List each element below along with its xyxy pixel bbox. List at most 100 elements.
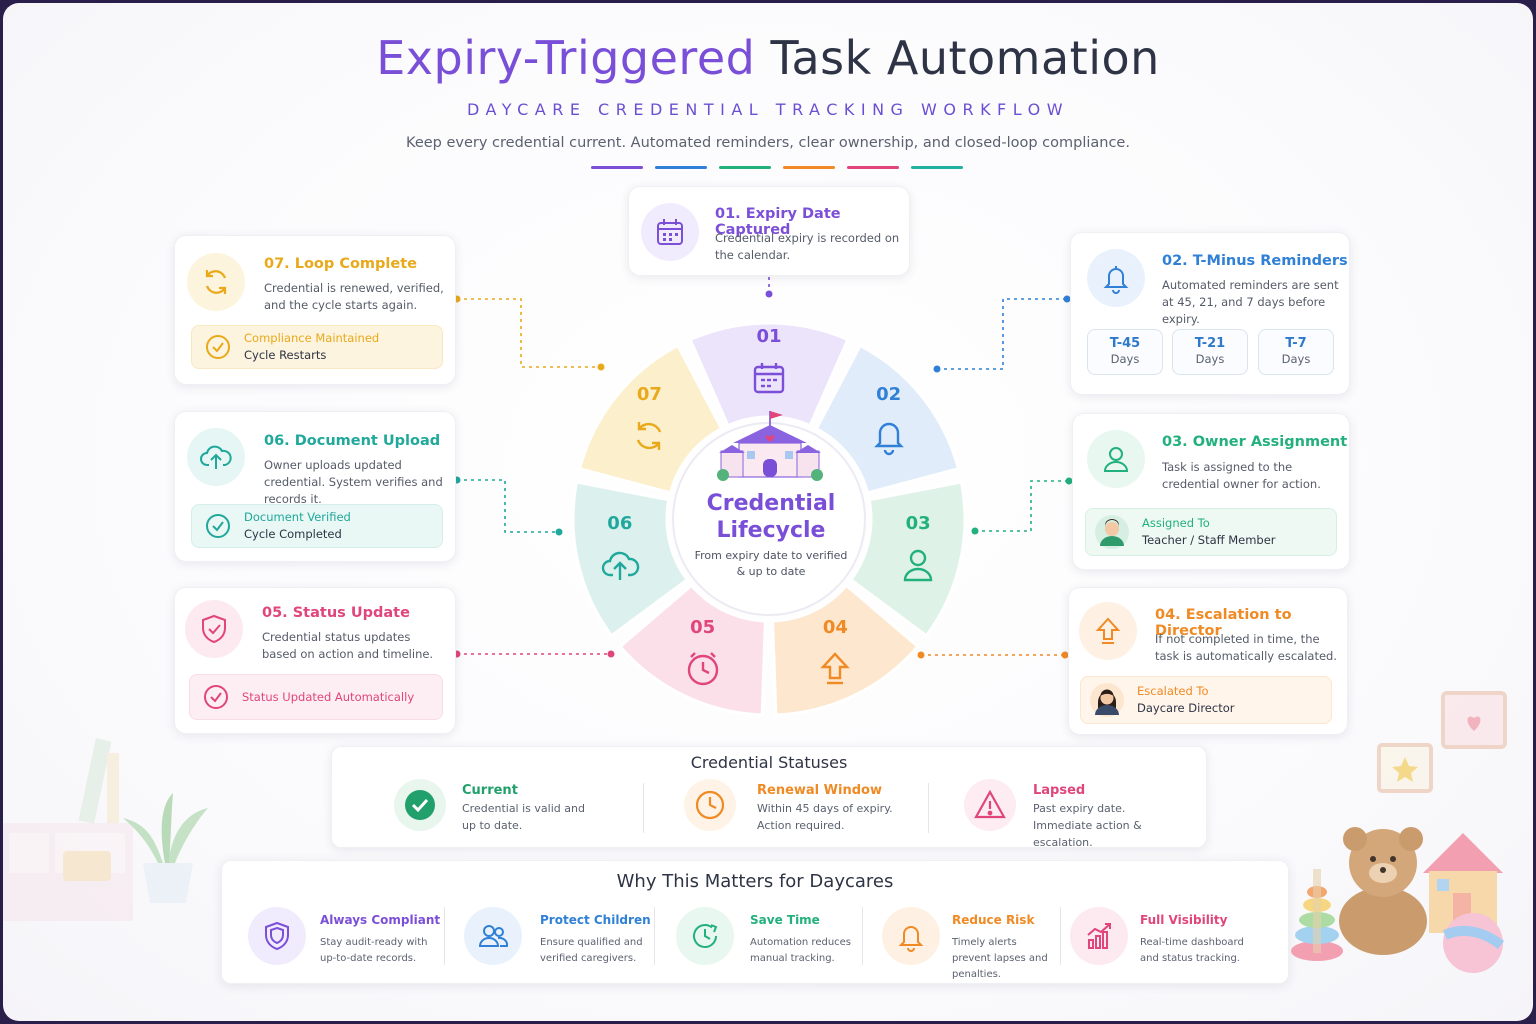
clock-icon — [684, 779, 736, 831]
ring-segment-05 — [618, 583, 767, 717]
center-subtitle: From expiry date to verified & up to dat… — [694, 549, 848, 578]
users-icon — [464, 907, 522, 965]
shield-check-icon — [185, 600, 243, 658]
step-03-desc: Task is assigned to the credential owner… — [1162, 460, 1321, 491]
why-title: Why This Matters for Daycares — [616, 871, 894, 892]
ring-segment-03 — [848, 480, 967, 638]
check-circle-icon — [206, 335, 230, 359]
compliance-maintained-label: Compliance Maintained — [244, 331, 380, 345]
step-03-title: 03. Owner Assignment — [1162, 434, 1348, 450]
ring-segment-number: 01 — [756, 326, 782, 347]
accent-bar — [847, 166, 899, 169]
calendar-icon — [753, 363, 785, 394]
status-renewal-label: Renewal Window — [757, 783, 882, 798]
ring-segment-number: 04 — [822, 616, 848, 638]
why-protect-children-label: Protect Children — [540, 913, 651, 927]
accent-bar — [783, 166, 835, 169]
status-current-label: Current — [462, 783, 518, 798]
why-reduce-risk-label: Reduce Risk — [952, 913, 1035, 927]
user-icon — [1087, 430, 1145, 488]
teacher-avatar — [1095, 515, 1129, 549]
arrow-up-icon — [1079, 602, 1137, 660]
why-protect-children-desc: Ensure qualified and verified caregivers… — [540, 937, 643, 964]
step-01-title: 01. Expiry Date Captured — [715, 206, 841, 238]
bell-icon — [873, 422, 904, 455]
shield-icon — [248, 907, 306, 965]
page-title: Expiry-Triggered Task Automation — [3, 31, 1533, 85]
step-06-title: 06. Document Upload — [264, 433, 441, 449]
compliance-maintained-value: Cycle Restarts — [244, 348, 327, 362]
title-rest: Task Automation — [770, 31, 1160, 85]
user-icon — [903, 549, 933, 582]
why-full-visibility-label: Full Visibility — [1140, 913, 1228, 927]
status-updated-label: Status Updated Automatically — [242, 689, 415, 704]
warning-icon — [964, 779, 1016, 831]
assigned-to-chip: Assigned To Teacher / Staff Member — [1085, 508, 1337, 556]
statuses-title: Credential Statuses — [690, 753, 848, 772]
document-verified-value: Cycle Completed — [244, 527, 342, 541]
step-04-title: 04. Escalation to Director — [1155, 607, 1292, 639]
ring-segment-number: 03 — [905, 513, 931, 535]
step-card-01: 01. Expiry Date Captured Credential expi… — [628, 186, 910, 276]
step-07-title: 07. Loop Complete — [264, 256, 417, 272]
clock-icon — [687, 651, 718, 686]
cloud-upload-icon — [601, 551, 640, 581]
page-tagline: Keep every credential current. Automated… — [406, 135, 1130, 151]
check-circle-icon — [204, 685, 228, 709]
assigned-to-label: Assigned To — [1142, 516, 1210, 530]
document-verified-label: Document Verified — [244, 510, 351, 524]
accent-bar — [591, 166, 643, 169]
step-card-05: 05. Status Update Credential status upda… — [174, 587, 456, 734]
check-circle-icon — [206, 514, 230, 538]
director-avatar — [1090, 683, 1124, 717]
check-icon — [394, 779, 446, 831]
why-always-compliant-label: Always Compliant — [320, 913, 441, 927]
cloud-upload-icon — [187, 428, 245, 486]
schoolhouse-icon — [717, 411, 823, 481]
status-updated-chip: Status Updated Automatically — [189, 674, 443, 720]
step-card-02: 02. T-Minus Reminders Automated reminder… — [1070, 232, 1350, 395]
step-card-03: 03. Owner Assignment Task is assigned to… — [1072, 413, 1350, 570]
status-renewal-desc: Within 45 days of expiry. Action require… — [757, 802, 893, 832]
step-02-desc: Automated reminders are sent at 45, 21, … — [1162, 278, 1339, 326]
step-01-desc: Credential expiry is recorded on the cal… — [715, 231, 900, 262]
reminder-t21: T-21 Days — [1172, 329, 1248, 375]
accent-bar — [911, 166, 963, 169]
why-save-time-label: Save Time — [750, 913, 820, 927]
step-04-desc: If not completed in time, the task is au… — [1155, 632, 1337, 663]
compliance-maintained-chip: Compliance Maintained Cycle Restarts — [191, 325, 443, 369]
infographic-canvas: Expiry-Triggered Task Automation DAYCARE… — [3, 3, 1533, 1021]
why-full-visibility-desc: Real-time dashboard and status tracking. — [1140, 937, 1244, 964]
why-matters-panel: Why This Matters for Daycares Always Com… — [221, 860, 1289, 984]
accent-bar — [655, 166, 707, 169]
center-title: Credential Lifecycle — [706, 491, 836, 543]
ring-segment-number: 06 — [607, 513, 633, 535]
ring-segment-number: 02 — [876, 383, 902, 405]
refresh-icon — [637, 421, 662, 450]
status-lapsed-desc: Past expiry date. Immediate action & esc… — [1033, 802, 1142, 849]
why-reduce-risk-desc: Timely alerts prevent lapses and penalti… — [952, 937, 1048, 980]
accent-bar — [719, 166, 771, 169]
lifecycle-ring — [571, 321, 967, 717]
why-save-time-desc: Automation reduces manual tracking. — [750, 937, 852, 964]
reminder-t45: T-45 Days — [1087, 329, 1163, 375]
escalated-to-label: Escalated To — [1137, 684, 1209, 698]
title-accent: Expiry-Triggered — [376, 31, 756, 85]
alert-bell-icon — [882, 907, 940, 965]
calendar-icon — [641, 203, 699, 261]
toys-decoration — [1291, 691, 1507, 973]
bar-chart-icon — [1070, 907, 1128, 965]
ring-segment-04 — [771, 583, 920, 717]
page-subtitle: DAYCARE CREDENTIAL TRACKING WORKFLOW — [466, 100, 1070, 119]
shelf-plant-decoration — [3, 738, 208, 921]
step-card-07: 07. Loop Complete Credential is renewed,… — [174, 235, 456, 385]
step-card-06: 06. Document Upload Owner uploads update… — [174, 411, 456, 562]
refresh-icon — [187, 253, 245, 311]
assigned-to-value: Teacher / Staff Member — [1142, 533, 1276, 547]
step-05-desc: Credential status updates based on actio… — [262, 630, 434, 661]
step-06-desc: Owner uploads updated credential. System… — [264, 458, 443, 506]
document-verified-chip: Document Verified Cycle Completed — [191, 504, 443, 548]
connector-lines — [453, 277, 1073, 659]
escalated-to-value: Daycare Director — [1137, 701, 1235, 715]
status-lapsed-label: Lapsed — [1033, 783, 1086, 798]
